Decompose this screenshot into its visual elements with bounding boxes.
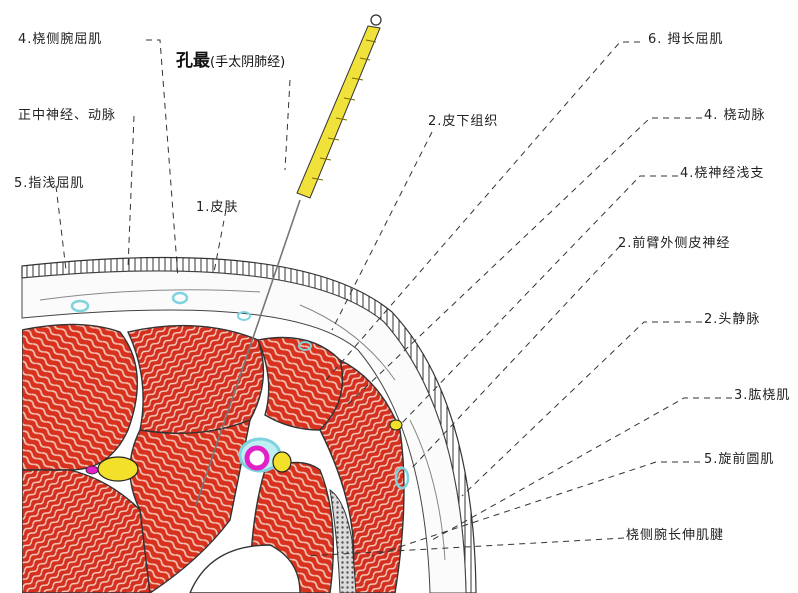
leader-lines xyxy=(55,39,732,557)
vein-1 xyxy=(70,299,90,313)
meridian-name: (手太阴肺经) xyxy=(210,55,286,70)
label-flexor-pollicis-longus: 6. 拇长屈肌 xyxy=(648,32,724,47)
label-flexor-carpi-radialis: 4.桡侧腕屈肌 xyxy=(18,32,103,47)
radial-artery xyxy=(244,445,270,471)
acupuncture-needle xyxy=(195,14,382,506)
label-extensor-carpi-radialis-longus-tendon: 桡侧腕长伸肌腱 xyxy=(626,528,725,543)
label-median-nerve-artery: 正中神经、动脉 xyxy=(18,108,117,123)
acupoint-name: 孔最 xyxy=(176,51,210,71)
median-nerve xyxy=(97,456,139,482)
cutaneous-nerve xyxy=(389,419,403,431)
muscle-pronator-teres-upper xyxy=(257,336,344,431)
muscle-flexor-carpi-radialis xyxy=(127,324,265,435)
muscle-group xyxy=(22,323,405,593)
muscle-flexor-superficialis xyxy=(22,323,138,471)
radial-nerve xyxy=(272,451,292,473)
median-artery xyxy=(85,465,99,475)
subcutaneous-layer xyxy=(21,270,467,593)
vein-3 xyxy=(237,311,251,321)
label-skin: 1.皮肤 xyxy=(196,200,239,215)
radius-bone xyxy=(188,544,301,593)
label-flexor-digitorum-superficialis: 5.指浅屈肌 xyxy=(14,176,85,191)
acupoint-title: 孔最(手太阴肺经) xyxy=(176,46,285,71)
label-brachioradialis: 3.肱桡肌 xyxy=(734,388,791,403)
vein-2 xyxy=(171,291,189,305)
label-subcutaneous-tissue: 2.皮下组织 xyxy=(428,114,499,129)
vein-4 xyxy=(298,341,312,351)
label-radial-nerve-superficial: 4.桡神经浅支 xyxy=(680,166,765,181)
label-pronator-teres: 5.旋前圆肌 xyxy=(704,452,775,467)
vessels xyxy=(70,291,410,490)
label-radial-artery: 4. 桡动脉 xyxy=(704,108,766,123)
cephalic-vein xyxy=(394,466,410,490)
muscle-flexor-pollicis xyxy=(129,418,251,593)
label-lateral-cutaneous-nerve: 2.前臂外侧皮神经 xyxy=(618,236,731,251)
label-cephalic-vein: 2.头静脉 xyxy=(704,312,761,327)
muscle-lower-left xyxy=(22,469,151,593)
